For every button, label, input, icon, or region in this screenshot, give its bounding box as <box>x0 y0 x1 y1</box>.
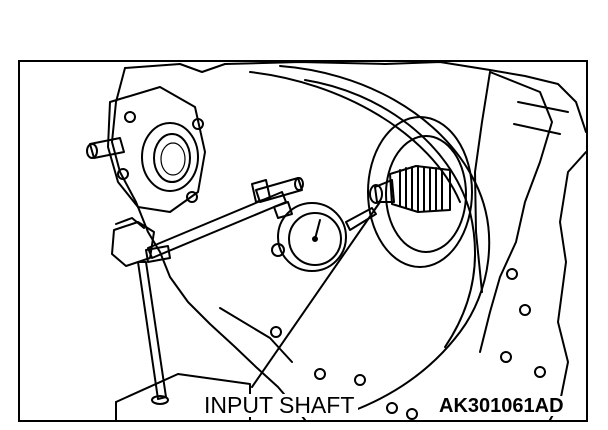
input-shaft <box>389 165 451 213</box>
bolt-boss <box>506 268 518 280</box>
housing-right-edge <box>549 151 586 420</box>
stand-rod <box>137 261 167 400</box>
housing-outline <box>124 62 586 133</box>
transaxle-illustration <box>86 62 586 420</box>
bolt-boss <box>124 111 136 123</box>
figure-code: AK301061AD <box>436 396 567 416</box>
bolt-boss <box>354 374 366 386</box>
bell-housing-outer-arc <box>249 71 461 203</box>
bolt-boss <box>192 118 204 130</box>
bolt-boss <box>270 326 282 338</box>
dial-indicator-body <box>277 202 347 272</box>
left-pin <box>89 137 125 159</box>
bell-housing-arc <box>279 65 491 413</box>
housing-left-body <box>111 67 306 420</box>
input-shaft-seal-ring <box>385 135 467 253</box>
bolt-boss <box>186 191 198 203</box>
bolt-boss <box>117 168 129 180</box>
input-shaft-label: INPUT SHAFT <box>200 394 359 417</box>
left-boss-plate <box>107 86 206 213</box>
dial-indicator-stem <box>345 207 377 231</box>
dial-indicator-face <box>288 212 342 266</box>
gauge-arm-upper <box>255 177 303 203</box>
input-shaft-seal-outer <box>367 116 473 268</box>
bell-housing-inner-arc <box>304 79 476 348</box>
bolt-boss <box>534 366 546 378</box>
right-case-flange <box>479 71 553 353</box>
left-bearing-inner <box>153 133 191 183</box>
illustration-frame: INPUT SHAFT AK301061AD <box>18 60 588 422</box>
bolt-boss <box>519 304 531 316</box>
left-bearing-outer <box>141 122 199 192</box>
bolt-boss <box>500 351 512 363</box>
bolt-boss <box>314 368 326 380</box>
input-shaft-leader-line <box>251 201 381 388</box>
